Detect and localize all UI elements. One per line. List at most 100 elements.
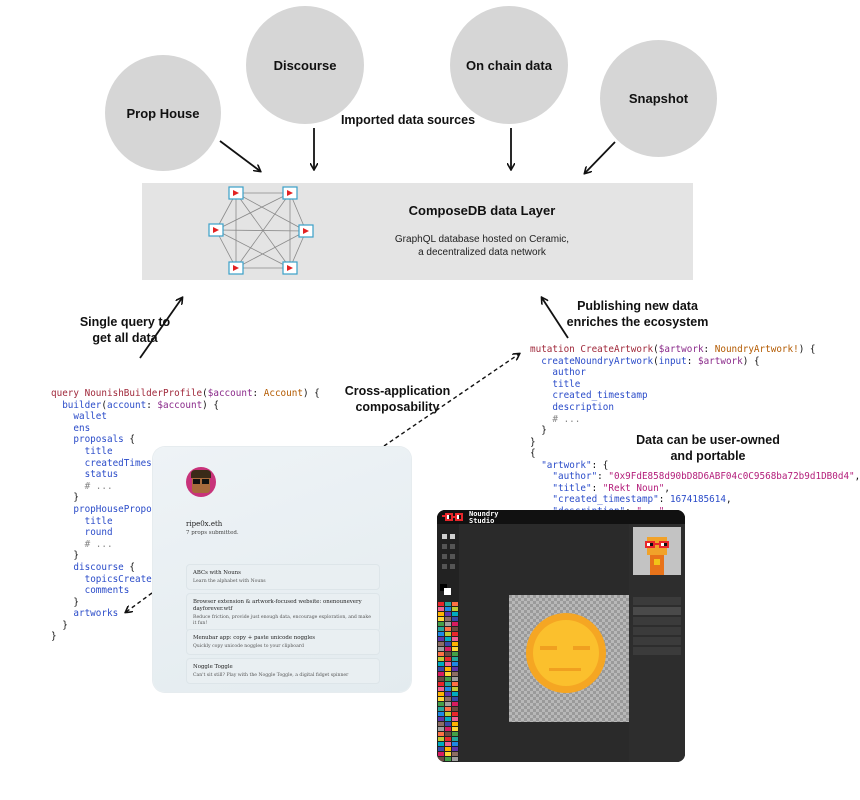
palette-swatch[interactable] [438,747,444,751]
palette-swatch[interactable] [452,652,458,656]
layer-row[interactable] [633,607,681,615]
palette-swatch[interactable] [452,717,458,721]
palette-swatch[interactable] [445,757,451,761]
palette-swatch[interactable] [438,682,444,686]
palette-swatch[interactable] [438,617,444,621]
palette-swatch[interactable] [438,642,444,646]
palette-swatch[interactable] [452,747,458,751]
palette-swatch[interactable] [445,707,451,711]
palette-swatch[interactable] [445,662,451,666]
palette-swatch[interactable] [445,602,451,606]
palette-swatch[interactable] [445,747,451,751]
palette-swatch[interactable] [452,617,458,621]
palette-swatch[interactable] [445,622,451,626]
palette-swatch[interactable] [452,622,458,626]
palette-swatch[interactable] [452,752,458,756]
editor-canvas-area[interactable] [459,524,634,762]
palette-swatch[interactable] [438,637,444,641]
palette-swatch[interactable] [438,757,444,761]
palette-swatch[interactable] [452,647,458,651]
layer-row[interactable] [633,637,681,645]
palette-swatch[interactable] [452,732,458,736]
palette-swatch[interactable] [452,757,458,761]
palette-swatch[interactable] [452,607,458,611]
layer-row[interactable] [633,627,681,635]
palette-swatch[interactable] [438,662,444,666]
proposal-item[interactable]: Noggle Toggle Can't sit still? Play with… [186,658,380,684]
palette-swatch[interactable] [438,667,444,671]
palette-swatch[interactable] [452,637,458,641]
palette-swatch[interactable] [445,652,451,656]
palette-swatch[interactable] [438,742,444,746]
palette-swatch[interactable] [445,657,451,661]
palette-swatch[interactable] [452,737,458,741]
palette-swatch[interactable] [438,602,444,606]
palette-swatch[interactable] [445,677,451,681]
palette-swatch[interactable] [452,627,458,631]
palette-swatch[interactable] [438,697,444,701]
palette-swatch[interactable] [438,752,444,756]
palette-swatch[interactable] [445,697,451,701]
palette-swatch[interactable] [452,722,458,726]
proposal-item[interactable]: Menubar app: copy + paste unicode noggle… [186,629,380,655]
palette-swatch[interactable] [445,637,451,641]
palette-swatch[interactable] [445,672,451,676]
palette-swatch[interactable] [438,692,444,696]
palette-swatch[interactable] [452,662,458,666]
palette-swatch[interactable] [438,732,444,736]
palette-swatch[interactable] [452,697,458,701]
palette-swatch[interactable] [445,717,451,721]
palette-swatch[interactable] [445,727,451,731]
palette-swatch[interactable] [438,717,444,721]
palette-swatch[interactable] [438,612,444,616]
palette-swatch[interactable] [445,627,451,631]
palette-swatch[interactable] [438,672,444,676]
palette-swatch[interactable] [452,742,458,746]
palette-swatch[interactable] [438,727,444,731]
palette-swatch[interactable] [445,732,451,736]
palette-swatch[interactable] [445,737,451,741]
palette-swatch[interactable] [452,612,458,616]
palette-swatch[interactable] [452,677,458,681]
palette-swatch[interactable] [452,672,458,676]
palette-swatch[interactable] [445,682,451,686]
palette-swatch[interactable] [445,742,451,746]
layer-row[interactable] [633,597,681,605]
proposal-item[interactable]: ABCs with Nouns Learn the alphabet with … [186,564,380,590]
layer-row[interactable] [633,617,681,625]
palette-swatch[interactable] [438,722,444,726]
palette-swatch[interactable] [445,702,451,706]
palette-swatch[interactable] [445,617,451,621]
palette-swatch[interactable] [438,632,444,636]
palette-swatch[interactable] [445,612,451,616]
palette-swatch[interactable] [452,727,458,731]
palette-swatch[interactable] [452,707,458,711]
palette-swatch[interactable] [438,622,444,626]
palette-swatch[interactable] [452,657,458,661]
palette-swatch[interactable] [438,737,444,741]
palette-swatch[interactable] [438,627,444,631]
palette-swatch[interactable] [445,752,451,756]
proposal-item[interactable]: Browser extension & artwork-focused webs… [186,593,380,632]
palette-swatch[interactable] [445,667,451,671]
palette-swatch[interactable] [438,687,444,691]
palette-swatch[interactable] [445,607,451,611]
palette-swatch[interactable] [438,657,444,661]
palette-swatch[interactable] [452,687,458,691]
palette-swatch[interactable] [438,707,444,711]
palette-swatch[interactable] [452,682,458,686]
palette-swatch[interactable] [445,692,451,696]
palette-swatch[interactable] [445,647,451,651]
palette-swatch[interactable] [445,642,451,646]
palette-swatch[interactable] [445,722,451,726]
palette-swatch[interactable] [452,602,458,606]
palette-swatch[interactable] [438,712,444,716]
palette-swatch[interactable] [452,702,458,706]
palette-swatch[interactable] [438,677,444,681]
palette-swatch[interactable] [452,642,458,646]
palette-swatch[interactable] [445,712,451,716]
palette-swatch[interactable] [452,712,458,716]
palette-swatch[interactable] [438,607,444,611]
palette-swatch[interactable] [452,632,458,636]
palette-swatch[interactable] [445,687,451,691]
